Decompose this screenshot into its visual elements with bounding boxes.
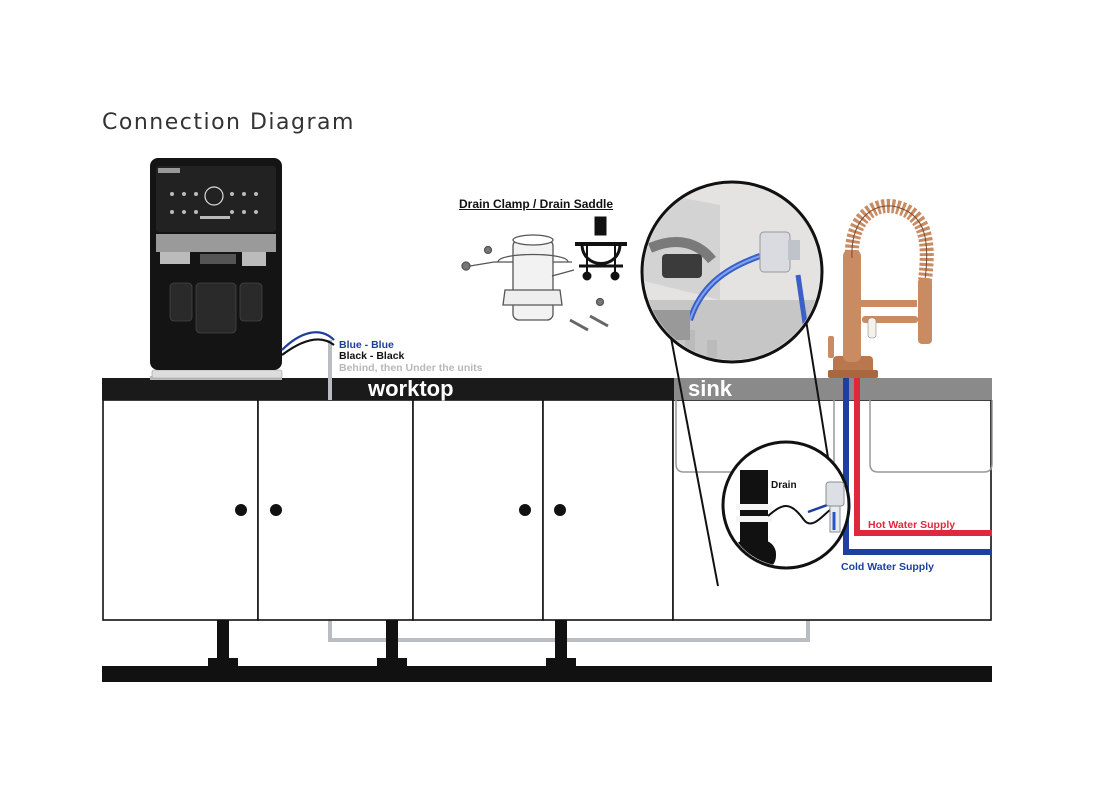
drain-zoom (721, 440, 851, 570)
sink-band (674, 378, 992, 400)
wire-label-blue: Blue - Blue (339, 339, 394, 351)
connection-zoom-photo (640, 180, 831, 587)
cold-water-pipe (843, 360, 992, 555)
drain-label: Drain (771, 480, 797, 491)
water-dispenser (150, 158, 283, 380)
cold-water-label: Cold Water Supply (841, 561, 934, 573)
copper-tap (828, 199, 934, 378)
drain-clamp-illustration (461, 234, 609, 332)
cabinet-row (102, 399, 992, 621)
drain-saddle-illustration (575, 216, 627, 281)
page-title: Connection Diagram (102, 110, 355, 135)
cabinet-door-2 (257, 399, 414, 621)
worktop-label: worktop (368, 376, 454, 401)
hot-water-pipe (854, 360, 992, 536)
hot-water-label: Hot Water Supply (868, 519, 956, 531)
cabinet-door-1 (102, 399, 259, 621)
wire-label-black: Black - Black (339, 350, 405, 362)
drain-clamp-title: Drain Clamp / Drain Saddle (459, 197, 614, 211)
floor-plinth (102, 666, 992, 682)
sink-label: sink (688, 376, 733, 401)
door-knobs (235, 504, 566, 516)
water-supply-lines (843, 360, 992, 555)
cabinet-legs (208, 620, 576, 666)
machine-wires (281, 331, 335, 356)
wire-label-behind: Behind, then Under the units (339, 362, 483, 374)
worktop-band (102, 378, 674, 400)
